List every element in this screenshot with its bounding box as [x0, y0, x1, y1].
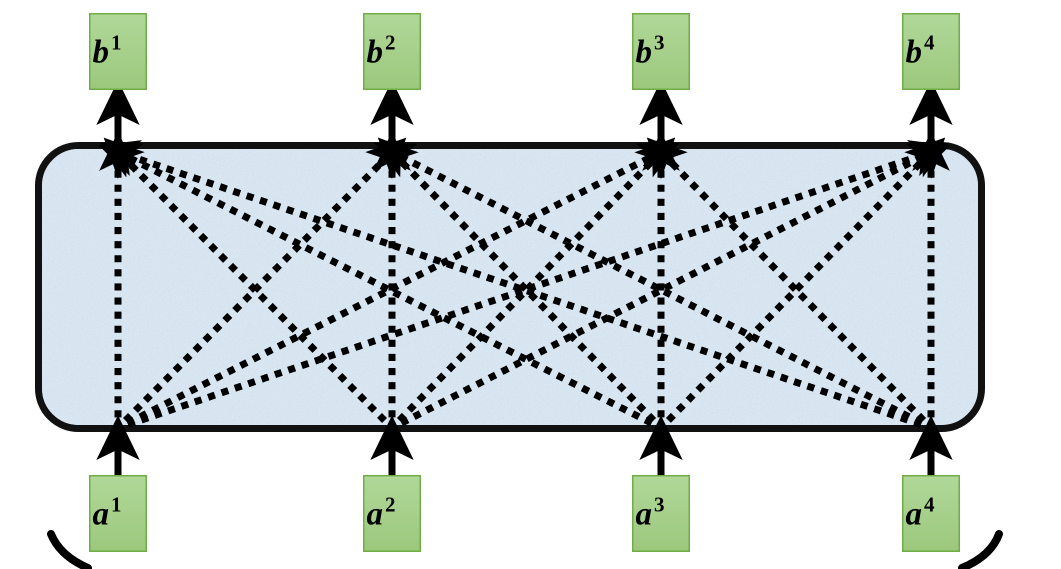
input-solid-arrows	[96, 415, 953, 475]
output-node-superscript: 1	[111, 31, 122, 55]
output-node-b2[interactable]: b2	[363, 13, 421, 90]
input-node-superscript: 1	[111, 493, 122, 517]
attention-edge-a4-to-b3	[646, 137, 936, 433]
attention-edge-a2-to-b3	[387, 137, 676, 433]
input-node-box	[89, 475, 147, 552]
input-node-box	[632, 475, 690, 552]
output-node-b3[interactable]: b3	[632, 13, 690, 90]
right-brace-stroke	[958, 530, 1003, 569]
attention-edges	[98, 131, 951, 433]
input-node-a4[interactable]: a4	[902, 475, 960, 552]
attention-edge-a3-to-b4	[656, 137, 946, 433]
processing-block-group	[35, 142, 985, 432]
input-node-superscript: 3	[654, 493, 665, 517]
output-nodes: b1 b2 b3 b4	[89, 13, 960, 90]
output-node-box	[89, 13, 147, 90]
output-node-superscript: 4	[924, 31, 935, 55]
input-node-box	[902, 475, 960, 552]
attention-edge-a2-to-b4	[387, 142, 950, 433]
attention-edge-a1-to-b3	[113, 142, 680, 433]
input-node-superscript: 2	[385, 493, 396, 517]
input-node-a2[interactable]: a2	[363, 475, 421, 552]
output-node-superscript: 3	[654, 31, 665, 55]
attention-edge-a4-to-b2	[373, 142, 936, 433]
sequence-braces	[47, 530, 1003, 569]
attention-edge-a2-to-b1	[103, 137, 397, 433]
output-node-superscript: 2	[385, 31, 396, 55]
input-node-a1[interactable]: a1	[89, 475, 147, 552]
output-node-b4[interactable]: b4	[902, 13, 960, 90]
attention-edge-a3-to-b1	[99, 142, 666, 433]
attention-edge-a3-to-b2	[377, 137, 666, 433]
input-nodes: a1 a2 a3 a4	[89, 475, 960, 552]
output-solid-arrows	[96, 80, 953, 152]
output-node-b1[interactable]: b1	[89, 13, 147, 90]
input-node-superscript: 4	[924, 493, 935, 517]
output-node-box	[902, 13, 960, 90]
output-node-box	[363, 13, 421, 90]
attention-edge-a4-to-b1	[98, 140, 936, 433]
processing-block-texture	[42, 149, 978, 425]
input-node-a3[interactable]: a3	[632, 475, 690, 552]
left-brace-stroke	[47, 530, 92, 569]
output-node-label: b4	[906, 31, 936, 71]
attention-edge-a1-to-b4	[113, 140, 951, 433]
input-node-box	[363, 475, 421, 552]
output-node-box	[632, 13, 690, 90]
